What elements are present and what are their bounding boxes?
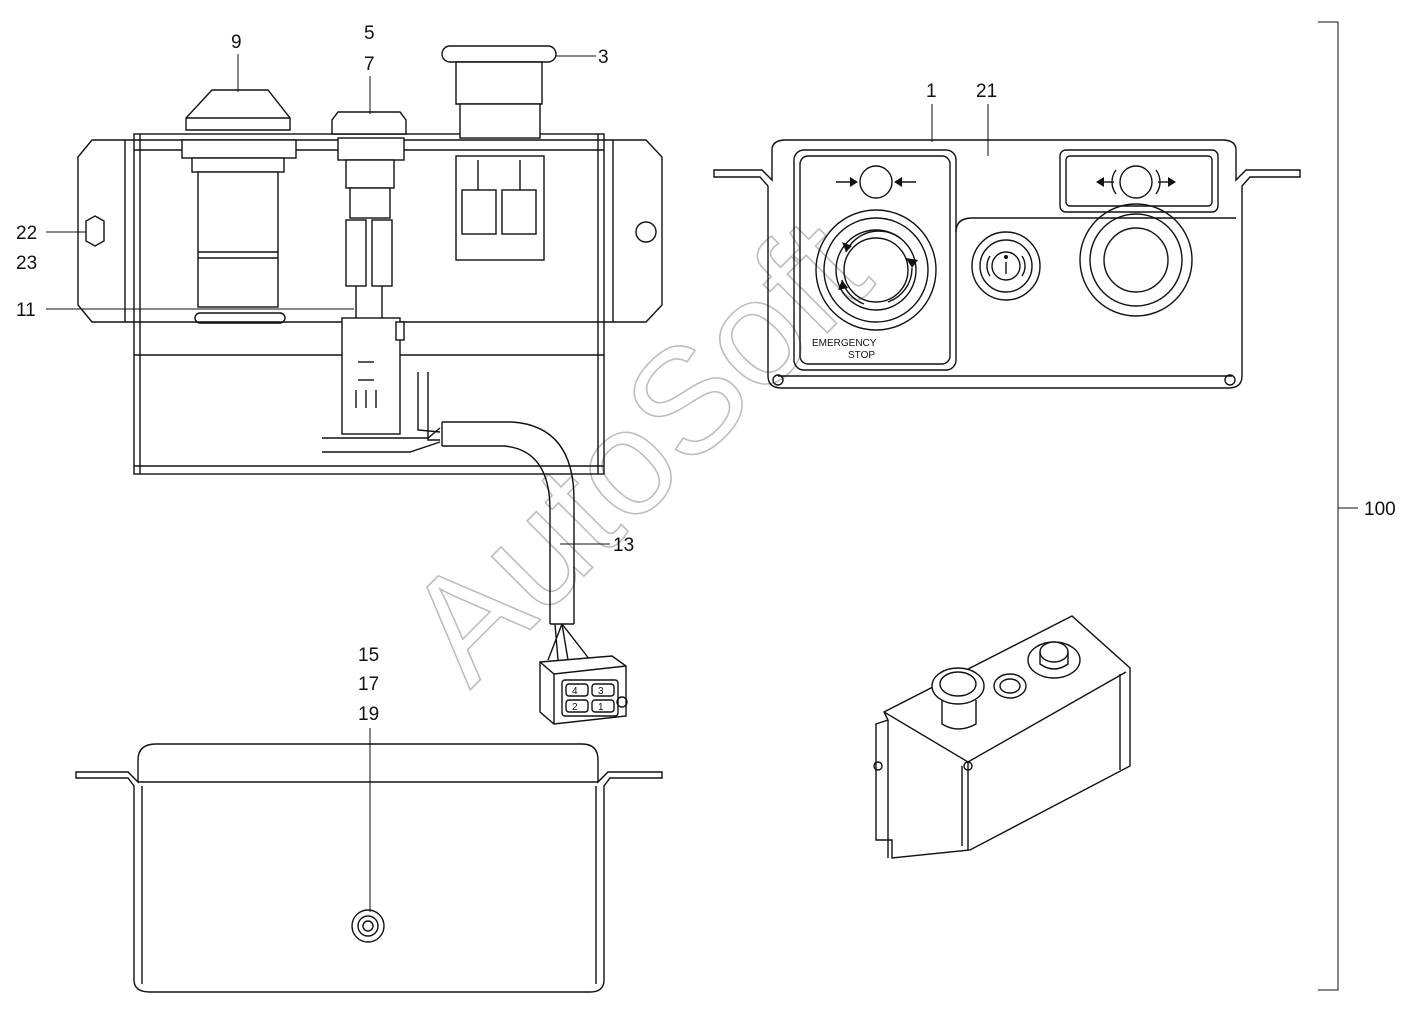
hex-nut [85, 215, 105, 247]
cover-box [75, 743, 663, 993]
key-switch [181, 89, 297, 324]
extend-plate [1059, 149, 1219, 213]
info-indicator-icon [971, 231, 1041, 301]
pin-label-2: 2 [572, 702, 578, 713]
callout-23: 23 [16, 253, 37, 274]
callout-15: 15 [358, 645, 379, 666]
callout-1: 1 [926, 81, 937, 102]
cable-harness [441, 421, 591, 661]
callout-labels: 9 5 7 3 22 23 11 13 15 17 19 1 21 100 [16, 23, 1396, 725]
callout-9: 9 [231, 32, 242, 53]
pin-label-1: 1 [598, 702, 604, 713]
callout-5: 5 [364, 23, 375, 44]
internal-connector [341, 317, 405, 435]
callout-11: 11 [16, 300, 36, 321]
panel-pushbutton-icon [1079, 203, 1193, 317]
estop-label-line2: STOP [848, 350, 875, 361]
callout-17: 17 [358, 674, 379, 695]
callout-22: 22 [16, 223, 37, 244]
estop-label-line1: EMERGENCY [812, 338, 877, 349]
watermark: AutoSoft [374, 187, 900, 713]
mounting-flange [77, 139, 663, 323]
callout-3: 3 [598, 47, 609, 68]
extend-symbol-icon [1096, 165, 1176, 199]
callout-100: 100 [1364, 499, 1396, 520]
callout-13: 13 [613, 535, 634, 556]
callout-7: 7 [364, 54, 375, 75]
callout-21: 21 [976, 81, 997, 102]
emergency-stop-button [441, 45, 557, 261]
estop-plate [793, 149, 957, 371]
isometric-box-view [873, 615, 1131, 859]
connector-plug: 4 3 2 1 [539, 655, 628, 725]
estop-mushroom-icon [815, 209, 937, 331]
mount-hole [635, 221, 657, 243]
push-button [331, 111, 407, 320]
callout-19: 19 [358, 704, 379, 725]
front-panel: EMERGENCY STOP [713, 139, 1301, 389]
control-box-section-view [77, 45, 663, 475]
pin-label-4: 4 [572, 686, 578, 697]
leader-lines [46, 21, 1358, 991]
lock-nut [351, 909, 385, 943]
retract-symbol-icon [836, 165, 916, 199]
pin-label-3: 3 [598, 686, 604, 697]
